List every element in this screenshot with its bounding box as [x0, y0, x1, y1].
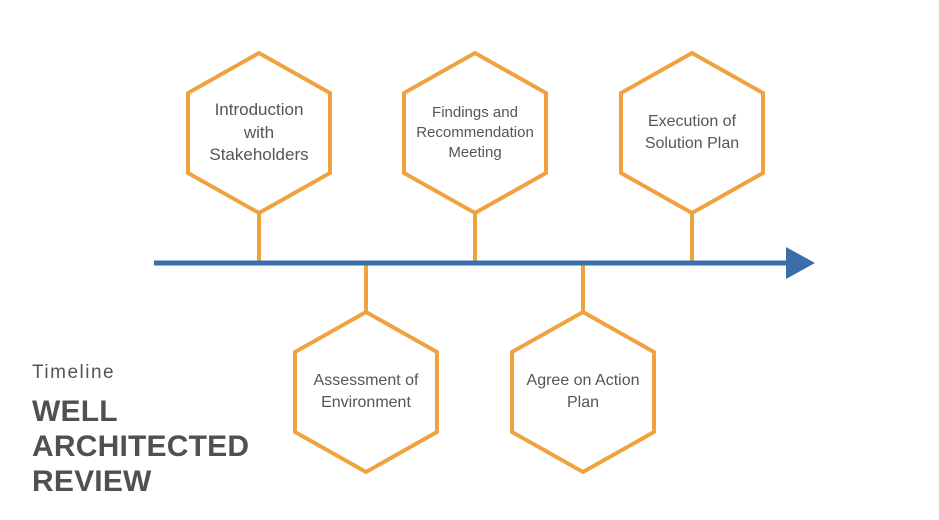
hexagon-step-4: [510, 309, 656, 475]
step-label-5: Execution of Solution Plan: [627, 78, 757, 188]
step-label-line: Meeting: [448, 144, 502, 162]
diagram-title-line-3: REVIEW: [32, 465, 152, 498]
step-label-line: Assessment of: [313, 372, 419, 390]
step-label-text: Assessment of Environment: [314, 370, 419, 413]
step-label-line: with: [243, 122, 275, 142]
step-label-line: Agree on Action: [526, 372, 640, 390]
step-label-2: Assessment of Environment: [301, 337, 431, 447]
hexagon-step-2: [293, 309, 439, 475]
step-label-line: Solution Plan: [644, 135, 740, 152]
hexagon-step-3: [402, 50, 548, 216]
timeline-arrowhead: [786, 247, 815, 279]
diagram-subtitle: Timeline: [32, 362, 116, 383]
step-label-text: Execution of Solution Plan: [645, 111, 739, 154]
hexagon-step-5: [619, 50, 765, 216]
timeline-axis: [154, 247, 815, 279]
step-label-line: Introduction: [214, 99, 304, 119]
diagram-title-line-2: ARCHITECTED: [32, 430, 250, 463]
hexagon-step-1: [186, 50, 332, 216]
connector-group: [257, 213, 694, 312]
step-label-line: Execution of: [647, 113, 737, 131]
step-label-line: Plan: [566, 394, 600, 411]
step-label-line: Stakeholders: [209, 145, 309, 165]
diagram-title-line-1: WELL: [32, 395, 118, 428]
hexagon-group: [186, 50, 765, 475]
step-label-line: Findings and: [432, 103, 518, 121]
step-label-line: Recommendation: [416, 123, 534, 141]
step-label-line: Environment: [321, 394, 411, 411]
